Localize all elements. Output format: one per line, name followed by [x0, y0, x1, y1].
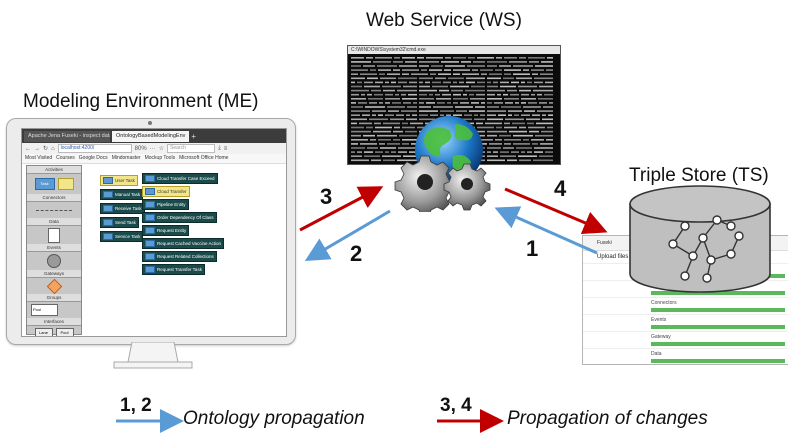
arrow-3-me-to-ws	[299, 186, 384, 232]
legend-blue-numbers: 1, 2	[120, 395, 152, 416]
menu-icon[interactable]: ≡	[223, 145, 228, 152]
home-icon[interactable]: ⌂	[51, 145, 55, 152]
arrow-number-4: 4	[554, 176, 567, 201]
node-request-transfer[interactable]: Request Transfer Task	[142, 264, 205, 275]
bookmark-google-docs[interactable]: Google Docs	[78, 155, 108, 161]
palette-connector-line[interactable]	[36, 209, 72, 211]
node-request-related[interactable]: Request Related Collections	[142, 251, 217, 262]
node-user-task[interactable]: User Task	[100, 175, 138, 186]
node-receive-task[interactable]: Receive Task	[100, 203, 145, 214]
browser-tab-fuseki[interactable]: Apache Jena Fuseki - inspect data	[24, 130, 110, 142]
monitor-stand	[113, 342, 193, 369]
palette-data-body	[27, 226, 81, 244]
ts-row: Data	[583, 349, 788, 364]
ts-row-label: Connectors	[651, 300, 677, 306]
palette-task-shape[interactable]: Task	[34, 178, 55, 190]
arrow-4-ws-to-ts	[504, 187, 608, 235]
arrow-number-2: 2	[350, 241, 363, 266]
node-pipeline-entity[interactable]: Pipeline Entity	[142, 199, 189, 210]
browser-search-input[interactable]: Search	[167, 144, 216, 153]
bookmark-office-home[interactable]: Microsoft Office Home	[179, 155, 229, 161]
palette-interfaces-body: Lane Pool	[27, 326, 81, 336]
bookmark-mindomaster[interactable]: Mindomaster	[111, 155, 141, 161]
ws-console-title-bar: C:\WINDOWS\system32\cmd.exe	[348, 46, 560, 54]
arrow-2-ws-to-me	[304, 209, 391, 262]
palette-connectors-body	[27, 202, 81, 218]
back-icon[interactable]: ←	[25, 145, 31, 152]
pool-button[interactable]: Pool	[55, 328, 74, 336]
ts-row: Events	[583, 315, 788, 332]
palette-events-body	[27, 252, 81, 270]
bookmark-star-icon[interactable]: ☆	[158, 146, 165, 152]
forward-icon[interactable]: →	[34, 145, 40, 152]
modeling-palette: Activities Task Connectors Data Events G…	[26, 165, 82, 336]
node-cloud-transfer-exceed[interactable]: Cloud Transfer Case Exceed	[142, 173, 218, 184]
legend-red-numbers: 3, 4	[440, 395, 472, 416]
event-circle-icon[interactable]	[47, 254, 61, 268]
node-send-task[interactable]: Send Task	[100, 217, 139, 228]
ts-progress-bar	[651, 291, 785, 295]
arrow-number-1: 1	[526, 236, 539, 261]
palette-section-connectors[interactable]: Connectors	[27, 194, 81, 202]
bookmark-courses[interactable]: Courses	[56, 155, 75, 161]
node-service-task[interactable]: Service Task	[100, 231, 144, 242]
more-icon[interactable]: ···	[149, 145, 156, 152]
node-request-entity[interactable]: Request Entity	[142, 225, 190, 236]
ts-row-label: Events	[651, 317, 667, 323]
webcam-dot	[148, 121, 152, 125]
browser-tab-bar: Apache Jena Fuseki - inspect data Ontolo…	[22, 129, 286, 143]
palette-section-events[interactable]: Events	[27, 244, 81, 252]
palette-activities-body: Task	[27, 174, 81, 194]
arrow-1-ts-to-ws	[494, 206, 598, 255]
group-box-icon[interactable]: Pool	[31, 304, 58, 316]
palette-section-gateways[interactable]: Gateways	[27, 270, 81, 278]
ts-progress-bar	[651, 308, 785, 312]
ts-progress-bar	[651, 325, 785, 329]
gear-icon-small	[443, 163, 491, 211]
ts-progress-bar	[651, 359, 785, 363]
ts-row: Connectors	[583, 298, 788, 315]
ts-progress-bar	[651, 342, 785, 346]
bookmark-mockup-tools[interactable]: Mockup Tools	[144, 155, 176, 161]
browser-tab-modeling[interactable]: OntologyBasedModelingEnv	[112, 130, 190, 142]
node-request-cached[interactable]: Request Cached Vaccine Action	[142, 238, 224, 249]
web-service-globe-gears-icon	[394, 116, 491, 212]
bookmarks-bar: Most Visited Courses Google Docs Mindoma…	[22, 154, 286, 164]
triple-store-label: Triple Store (TS)	[629, 165, 769, 186]
new-tab-icon[interactable]: +	[191, 131, 197, 141]
web-service-label: Web Service (WS)	[366, 10, 522, 31]
legend-blue-text: Ontology propagation	[183, 408, 365, 429]
ts-row-label: Gateway	[651, 334, 671, 340]
triple-store-cylinder-icon	[629, 185, 771, 293]
me-browser-screen: Apache Jena Fuseki - inspect data Ontolo…	[21, 128, 287, 337]
palette-section-interfaces[interactable]: Interfaces	[27, 318, 81, 326]
ts-row-label: Data	[651, 351, 662, 357]
gear-icon-large	[394, 155, 456, 212]
node-cloud-transfer[interactable]: Cloud Transfer	[142, 186, 190, 197]
arrow-number-3: 3	[320, 184, 333, 209]
node-order-dependency[interactable]: Order Dependency Of Class	[142, 212, 217, 223]
ts-row: Gateway	[583, 332, 788, 349]
palette-section-data[interactable]: Data	[27, 218, 81, 226]
palette-section-activities[interactable]: Activities	[27, 166, 81, 174]
legend-red-text: Propagation of changes	[507, 408, 708, 429]
palette-groups-body: Pool	[27, 302, 81, 318]
url-field[interactable]: localhost:4200/	[57, 144, 132, 153]
lane-button[interactable]: Lane	[34, 328, 53, 336]
bookmark-most-visited[interactable]: Most Visited	[25, 155, 53, 161]
modeling-canvas[interactable]: User Task Manual Task Receive Task Send …	[84, 165, 286, 333]
zoom-level: 80%	[134, 145, 147, 152]
data-object-icon[interactable]	[48, 227, 60, 243]
browser-nav-bar: ← → ↻ ⌂ localhost:4200/ 80% ··· ☆ Search…	[22, 143, 286, 154]
download-icon[interactable]: ⤓	[218, 145, 221, 151]
reload-icon[interactable]: ↻	[43, 146, 49, 152]
palette-pool-shape[interactable]	[57, 178, 74, 190]
modeling-environment-label: Modeling Environment (ME)	[23, 91, 259, 112]
palette-section-groups[interactable]: Groups	[27, 294, 81, 302]
